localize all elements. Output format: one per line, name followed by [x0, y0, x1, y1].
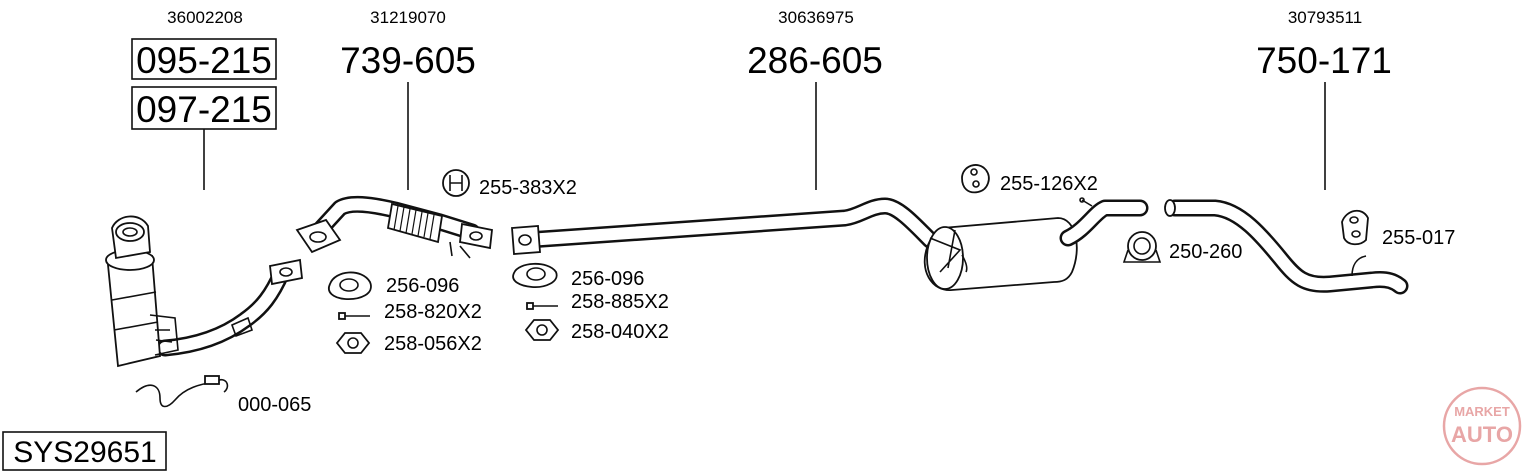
- clamp-250-260-drawing[interactable]: [1122, 231, 1162, 263]
- sensor-000-065-drawing[interactable]: [135, 375, 229, 408]
- part-label-255-383[interactable]: 255-383X2: [479, 177, 577, 199]
- part-box-front-b: [131, 86, 277, 130]
- part-label-258-056[interactable]: 258-056X2: [384, 333, 482, 355]
- bolt-258-885-drawing[interactable]: [526, 302, 558, 310]
- gasket-256-096-a-drawing[interactable]: [328, 271, 372, 300]
- downpipe-drawing[interactable]: [295, 195, 493, 259]
- part-label-258-040[interactable]: 258-040X2: [571, 321, 669, 343]
- part-label-258-885[interactable]: 258-885X2: [571, 291, 669, 313]
- oem-number-downpipe: 31219070: [370, 8, 446, 27]
- middle-pipe-drawing[interactable]: [511, 197, 1149, 291]
- part-box-front-a: [131, 38, 277, 80]
- part-label-255-017[interactable]: 255-017: [1382, 227, 1455, 249]
- logo-ring: [1442, 386, 1522, 466]
- part-number-rear[interactable]: 750-171: [1256, 40, 1392, 81]
- system-code-box: [2, 431, 167, 471]
- oem-number-rear: 30793511: [1288, 8, 1362, 27]
- rear-pipe-drawing[interactable]: [1164, 199, 1409, 295]
- part-number-downpipe[interactable]: 739-605: [340, 40, 476, 81]
- part-label-250-260[interactable]: 250-260: [1169, 241, 1242, 263]
- nut-258-040-drawing[interactable]: [524, 319, 560, 341]
- gasket-256-096-b-drawing[interactable]: [512, 262, 558, 288]
- hanger-255-126-drawing[interactable]: [961, 164, 990, 194]
- part-label-255-126[interactable]: 255-126X2: [1000, 173, 1098, 195]
- system-code: SYS29651: [13, 436, 156, 469]
- bolt-258-820-drawing[interactable]: [338, 312, 370, 320]
- hanger-255-383-drawing[interactable]: [442, 169, 470, 197]
- part-label-258-820[interactable]: 258-820X2: [384, 301, 482, 323]
- part-number-front-b[interactable]: 097-215: [136, 89, 272, 130]
- particle-filter-drawing[interactable]: [105, 215, 303, 368]
- oem-number-front: 36002208: [167, 8, 243, 27]
- part-label-256-096-a[interactable]: 256-096: [386, 275, 459, 297]
- oem-number-middle: 30636975: [778, 8, 854, 27]
- market-auto-logo: MARKET AUTO: [1442, 386, 1522, 466]
- logo-text-top: MARKET: [1454, 404, 1510, 419]
- nut-258-056-drawing[interactable]: [335, 332, 371, 354]
- logo-text-bottom: AUTO: [1451, 422, 1513, 447]
- part-label-000-065[interactable]: 000-065: [238, 394, 311, 416]
- part-label-256-096-b[interactable]: 256-096: [571, 268, 644, 290]
- hanger-255-017-drawing[interactable]: [1341, 209, 1369, 246]
- part-number-front-a[interactable]: 095-215: [136, 40, 272, 81]
- part-number-middle[interactable]: 286-605: [747, 40, 883, 81]
